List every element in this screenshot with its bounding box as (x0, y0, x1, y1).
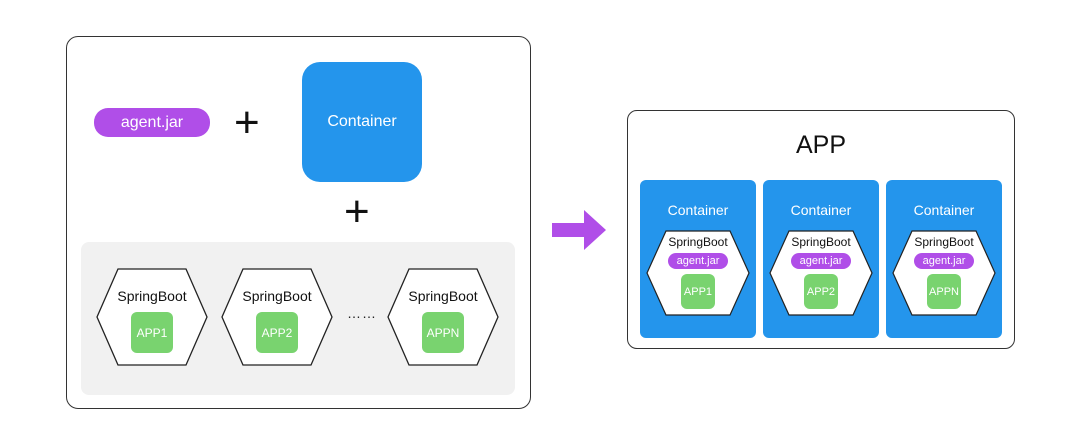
app-label: APPN (929, 285, 959, 298)
app-chip: APP2 (256, 312, 298, 353)
springboot-label: SpringBoot (791, 235, 851, 249)
hexagon-shape (646, 230, 750, 316)
app-label: APP1 (136, 325, 168, 340)
springboot-label: SpringBoot (668, 235, 728, 249)
agent-jar-label: agent.jar (120, 113, 184, 131)
app-title: APP (795, 131, 847, 159)
app-chip: APP1 (131, 312, 173, 353)
container-box: Container SpringBoot agent.jar APPN (886, 180, 1002, 338)
plus-icon: + (234, 98, 260, 147)
springboot-label: SpringBoot (242, 288, 312, 304)
container-label: Container (913, 202, 975, 218)
app-chip: APPN (422, 312, 464, 353)
container-label: Container (327, 113, 397, 130)
agent-jar-pill: agent.jar (668, 253, 728, 269)
ellipsis: …… (347, 305, 377, 321)
hexagon-shape (769, 230, 873, 316)
app-label: APP1 (683, 285, 713, 298)
app-label: APP2 (806, 285, 836, 298)
plus-icon: + (344, 187, 370, 236)
container-label: Container (667, 202, 729, 218)
app-chip: APPN (927, 274, 961, 309)
container-box: Container SpringBoot agent.jar APP2 (763, 180, 879, 338)
springboot-hexagon: SpringBoot APPN (387, 268, 499, 366)
agent-jar-label: agent.jar (799, 255, 843, 267)
app-chip: APP1 (681, 274, 715, 309)
springboot-hexagon: SpringBoot APP1 (96, 268, 208, 366)
agent-jar-label: agent.jar (676, 255, 720, 267)
agent-jar-pill: agent.jar (94, 108, 210, 137)
app-label: APPN (426, 325, 460, 340)
agent-jar-pill: agent.jar (791, 253, 851, 269)
springboot-hexagon: SpringBoot agent.jar APP1 (646, 230, 750, 316)
container-box: Container (302, 62, 422, 182)
springboot-hexagon: SpringBoot APP2 (221, 268, 333, 366)
container-box: Container SpringBoot agent.jar APP1 (640, 180, 756, 338)
agent-jar-pill: agent.jar (914, 253, 974, 269)
hexagon-shape (892, 230, 996, 316)
agent-jar-label: agent.jar (922, 255, 966, 267)
springboot-label: SpringBoot (914, 235, 974, 249)
springboot-label: SpringBoot (408, 288, 478, 304)
container-label: Container (790, 202, 852, 218)
springboot-hexagon: SpringBoot agent.jar APPN (892, 230, 996, 316)
arrow-right-icon (552, 210, 608, 255)
springboot-hexagon: SpringBoot agent.jar APP2 (769, 230, 873, 316)
app-chip: APP2 (804, 274, 838, 309)
app-label: APP2 (261, 325, 293, 340)
springboot-label: SpringBoot (117, 288, 187, 304)
